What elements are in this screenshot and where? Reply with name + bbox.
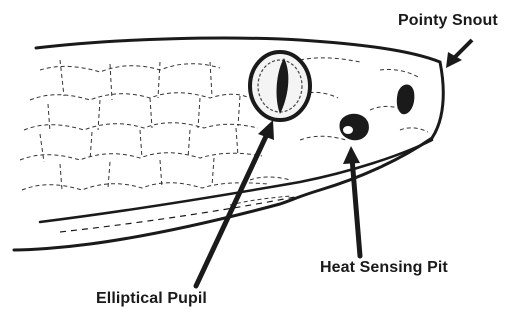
mouth-line	[40, 140, 432, 222]
eye	[250, 52, 310, 120]
pointy-snout-label: Pointy Snout	[398, 12, 498, 30]
pit-arrow	[343, 146, 360, 256]
nostril	[397, 85, 415, 115]
heat-sensing-pit-label: Heat Sensing Pit	[320, 259, 448, 277]
snout-arrow	[446, 40, 472, 68]
elliptical-pupil-label: Elliptical Pupil	[96, 290, 207, 308]
heat-pit	[340, 114, 369, 141]
pupil-arrow	[196, 120, 274, 286]
